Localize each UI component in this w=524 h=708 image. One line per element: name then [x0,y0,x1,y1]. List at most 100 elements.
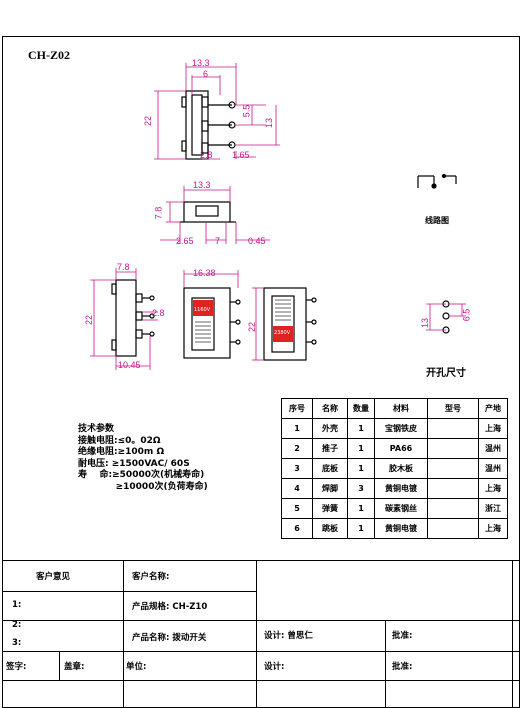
cell: 2 [281,438,313,459]
hole-label: 开孔尺寸 [426,368,466,379]
side-view-drawing [160,186,270,244]
opinion-item-2: 2: [12,620,22,630]
dim-front-bottom: 10.45 [118,360,141,370]
switch-label-a: 1160V [194,307,211,313]
customer-opinion-label: 客户意见 [36,572,71,582]
cell: 温州 [478,438,508,459]
dim-front-right-height: 22 [247,321,258,333]
cell: 1 [347,458,375,479]
cell: 1 [347,418,375,439]
cell: 1 [347,438,375,459]
dim-side-width: 13.3 [193,180,211,190]
cell [427,518,479,539]
header-cell: 序号 [281,398,313,419]
cell: 上海 [478,418,508,439]
design-label-2: 设计: [264,662,285,672]
opinion-item-3: 3: [12,638,22,648]
signature-label: 签字: [6,662,27,672]
table-row: 2 推子 1 PA66 温州 [281,438,508,459]
switch-label-b: 2380V [274,330,291,336]
dim-top-inner: 6 [203,69,209,79]
circuit-label: 线路图 [425,216,449,225]
table-row: 4 焊脚 3 黄铜电镀 上海 [281,478,508,499]
cell: 3 [347,478,375,499]
dim-top-pins: 13 [264,117,275,129]
header-cell: 型号 [427,398,479,419]
grid-line [2,651,520,652]
grid-line [2,591,256,592]
dim-side-left: 2.65 [176,236,194,246]
table-row: 1 外壳 1 宝钢铁皮 上海 [281,418,508,439]
cell: 宝钢铁皮 [374,418,428,439]
table-row: 5 弹簧 1 碳素钢丝 浙江 [281,498,508,519]
cell: 黄铜电镀 [374,478,428,499]
parts-header-row: 序号 名称 数量 材料 型号 产地 [281,398,508,419]
cell [427,478,479,499]
header-cell: 名称 [312,398,348,419]
header-cell: 产地 [478,398,508,419]
tech-params: 技术参数 接触电阻:≤0。02Ω 绝缘电阻:≥100m Ω 耐电压: ≥1500… [78,424,208,493]
cell: 1 [347,498,375,519]
cell: 浙江 [478,498,508,519]
cell: 黄铜电镀 [374,518,428,539]
dim-top-pitch: 5.5 [241,104,252,118]
cell: 跳板 [312,518,348,539]
dim-side-mid: 7 [215,236,221,246]
customer-name-label: 客户名称: [132,572,170,582]
dim-front-pinlen: 2.8 [152,308,165,318]
tech-line: ≥10000次(负荷寿命) [78,481,208,492]
front-view-left [90,268,158,370]
cell: 弹簧 [312,498,348,519]
grid-line [123,560,124,708]
dim-side-height: 7.8 [153,206,164,220]
cell: 温州 [478,458,508,479]
cell [427,438,479,459]
grid-line [59,651,60,680]
approve-label-2: 批准: [392,662,413,672]
tech-heading: 技术参数 [78,424,115,434]
tech-line: 接触电阻:≤0。02Ω [78,435,161,446]
parts-table: 序号 名称 数量 材料 型号 产地 1 外壳 1 宝钢铁皮 上海 2 推子 1 … [281,398,508,539]
dim-top-lead: 2.8 [200,150,213,160]
product-name: 产品名称: 拨动开关 [132,633,207,643]
approver: 批准: [392,631,413,641]
product-spec: 产品规格: CH-Z10 [132,602,208,612]
table-row: 6 跳板 1 黄铜电镀 上海 [281,518,508,539]
front-view-middle [183,270,241,359]
cell: 焊脚 [312,478,348,499]
hole-dim-pitch: 6.5 [461,308,472,322]
hole-dim-height: 13 [420,317,431,329]
dim-top-width: 13.3 [192,58,210,68]
cell: 5 [281,498,313,519]
hole-pattern [426,300,466,334]
cell: 胶木板 [374,458,428,479]
tech-line: 寿 命:≥50000次(机械寿命) [78,470,205,480]
cell: 1 [281,418,313,439]
grid-line [2,680,520,681]
opinion-item-1: 1: [12,600,22,610]
dim-side-right: 0.45 [248,236,266,246]
seal-label: 盖章: [64,662,85,672]
cell [427,498,479,519]
dim-top-pinlen: 1.65 [232,150,250,160]
dim-front-height: 22 [84,314,95,326]
dim-top-height: 22 [143,115,154,127]
tech-line: 耐电压: ≥1500VAC/ 60S [78,458,190,469]
dim-front-body: 16.38 [193,268,216,278]
grid-line [256,560,257,708]
grid-line [385,620,386,708]
grid-line [2,620,520,621]
designer: 设计: 曾思仁 [264,631,313,641]
cell: 上海 [478,518,508,539]
tech-line: 绝缘电阻:≥100m Ω [78,447,165,457]
cell [427,458,479,479]
grid-line [2,560,520,561]
dim-front-top: 7.8 [117,262,130,272]
header-cell: 材料 [374,398,428,419]
cell: 3 [281,458,313,479]
cell: 6 [281,518,313,539]
cell: 底板 [312,458,348,479]
cell: 1 [347,518,375,539]
cell: 外壳 [312,418,348,439]
unit-label: 单位: [126,662,147,672]
